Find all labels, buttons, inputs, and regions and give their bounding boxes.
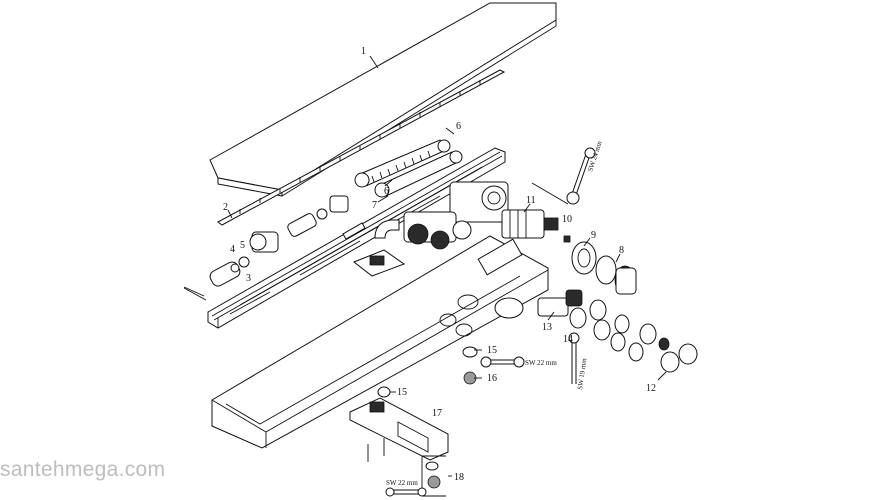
mounting-rail-part bbox=[207, 147, 506, 329]
wrench-sw22-icon bbox=[480, 356, 525, 368]
callout-15b: 15 bbox=[397, 387, 407, 398]
callout-3: 3 bbox=[246, 273, 251, 284]
callout-8: 8 bbox=[619, 245, 624, 256]
callout-5: 5 bbox=[240, 240, 245, 251]
mount-plate-part bbox=[353, 249, 406, 277]
thermostat-cartridge-part bbox=[501, 209, 559, 239]
sealing-strip-part bbox=[217, 69, 506, 226]
spout-plate-part bbox=[349, 397, 449, 461]
hose-part bbox=[354, 139, 463, 198]
screw-part bbox=[183, 287, 207, 301]
handle-ring-part bbox=[593, 314, 698, 373]
callout-6b: 6 bbox=[384, 186, 389, 197]
connector-part bbox=[287, 195, 349, 237]
callout-4: 4 bbox=[230, 244, 235, 255]
aerator-part bbox=[377, 346, 478, 398]
valve-body-part bbox=[374, 181, 509, 250]
wrench-sw22-kit-icon bbox=[385, 487, 427, 497]
callout-11: 11 bbox=[526, 195, 536, 206]
diverter-cartridge-part bbox=[537, 289, 607, 329]
callout-6a: 6 bbox=[456, 121, 461, 132]
cap-ring-part bbox=[571, 241, 637, 295]
callout-1: 1 bbox=[361, 46, 366, 57]
watermark-text: santehmega.com bbox=[0, 458, 166, 481]
callout-15a: 15 bbox=[487, 345, 497, 356]
tool-label-sw22b: SW 22 mm bbox=[386, 479, 418, 487]
callout-18: 18 bbox=[454, 472, 464, 483]
callout-13: 13 bbox=[542, 322, 552, 333]
screw-pair-part bbox=[367, 438, 385, 462]
wrench-sw24-icon bbox=[566, 147, 596, 205]
wrench-sw19-icon bbox=[568, 332, 580, 384]
service-kit-part bbox=[421, 455, 446, 497]
callout-16: 16 bbox=[487, 373, 497, 384]
tool-label-sw22a: SW 22 mm bbox=[525, 359, 557, 367]
base-housing-part bbox=[211, 235, 549, 449]
callout-10: 10 bbox=[562, 214, 572, 225]
callout-9: 9 bbox=[591, 230, 596, 241]
long-screw-part bbox=[531, 182, 571, 243]
elbow-fitting-part bbox=[209, 231, 279, 287]
tool-label-sw19: SW 19 mm bbox=[576, 357, 588, 390]
callout-2: 2 bbox=[223, 202, 228, 213]
callout-14: 14 bbox=[563, 334, 573, 345]
callout-12: 12 bbox=[646, 383, 656, 394]
callout-7: 7 bbox=[372, 200, 377, 211]
callout-17: 17 bbox=[432, 408, 442, 419]
